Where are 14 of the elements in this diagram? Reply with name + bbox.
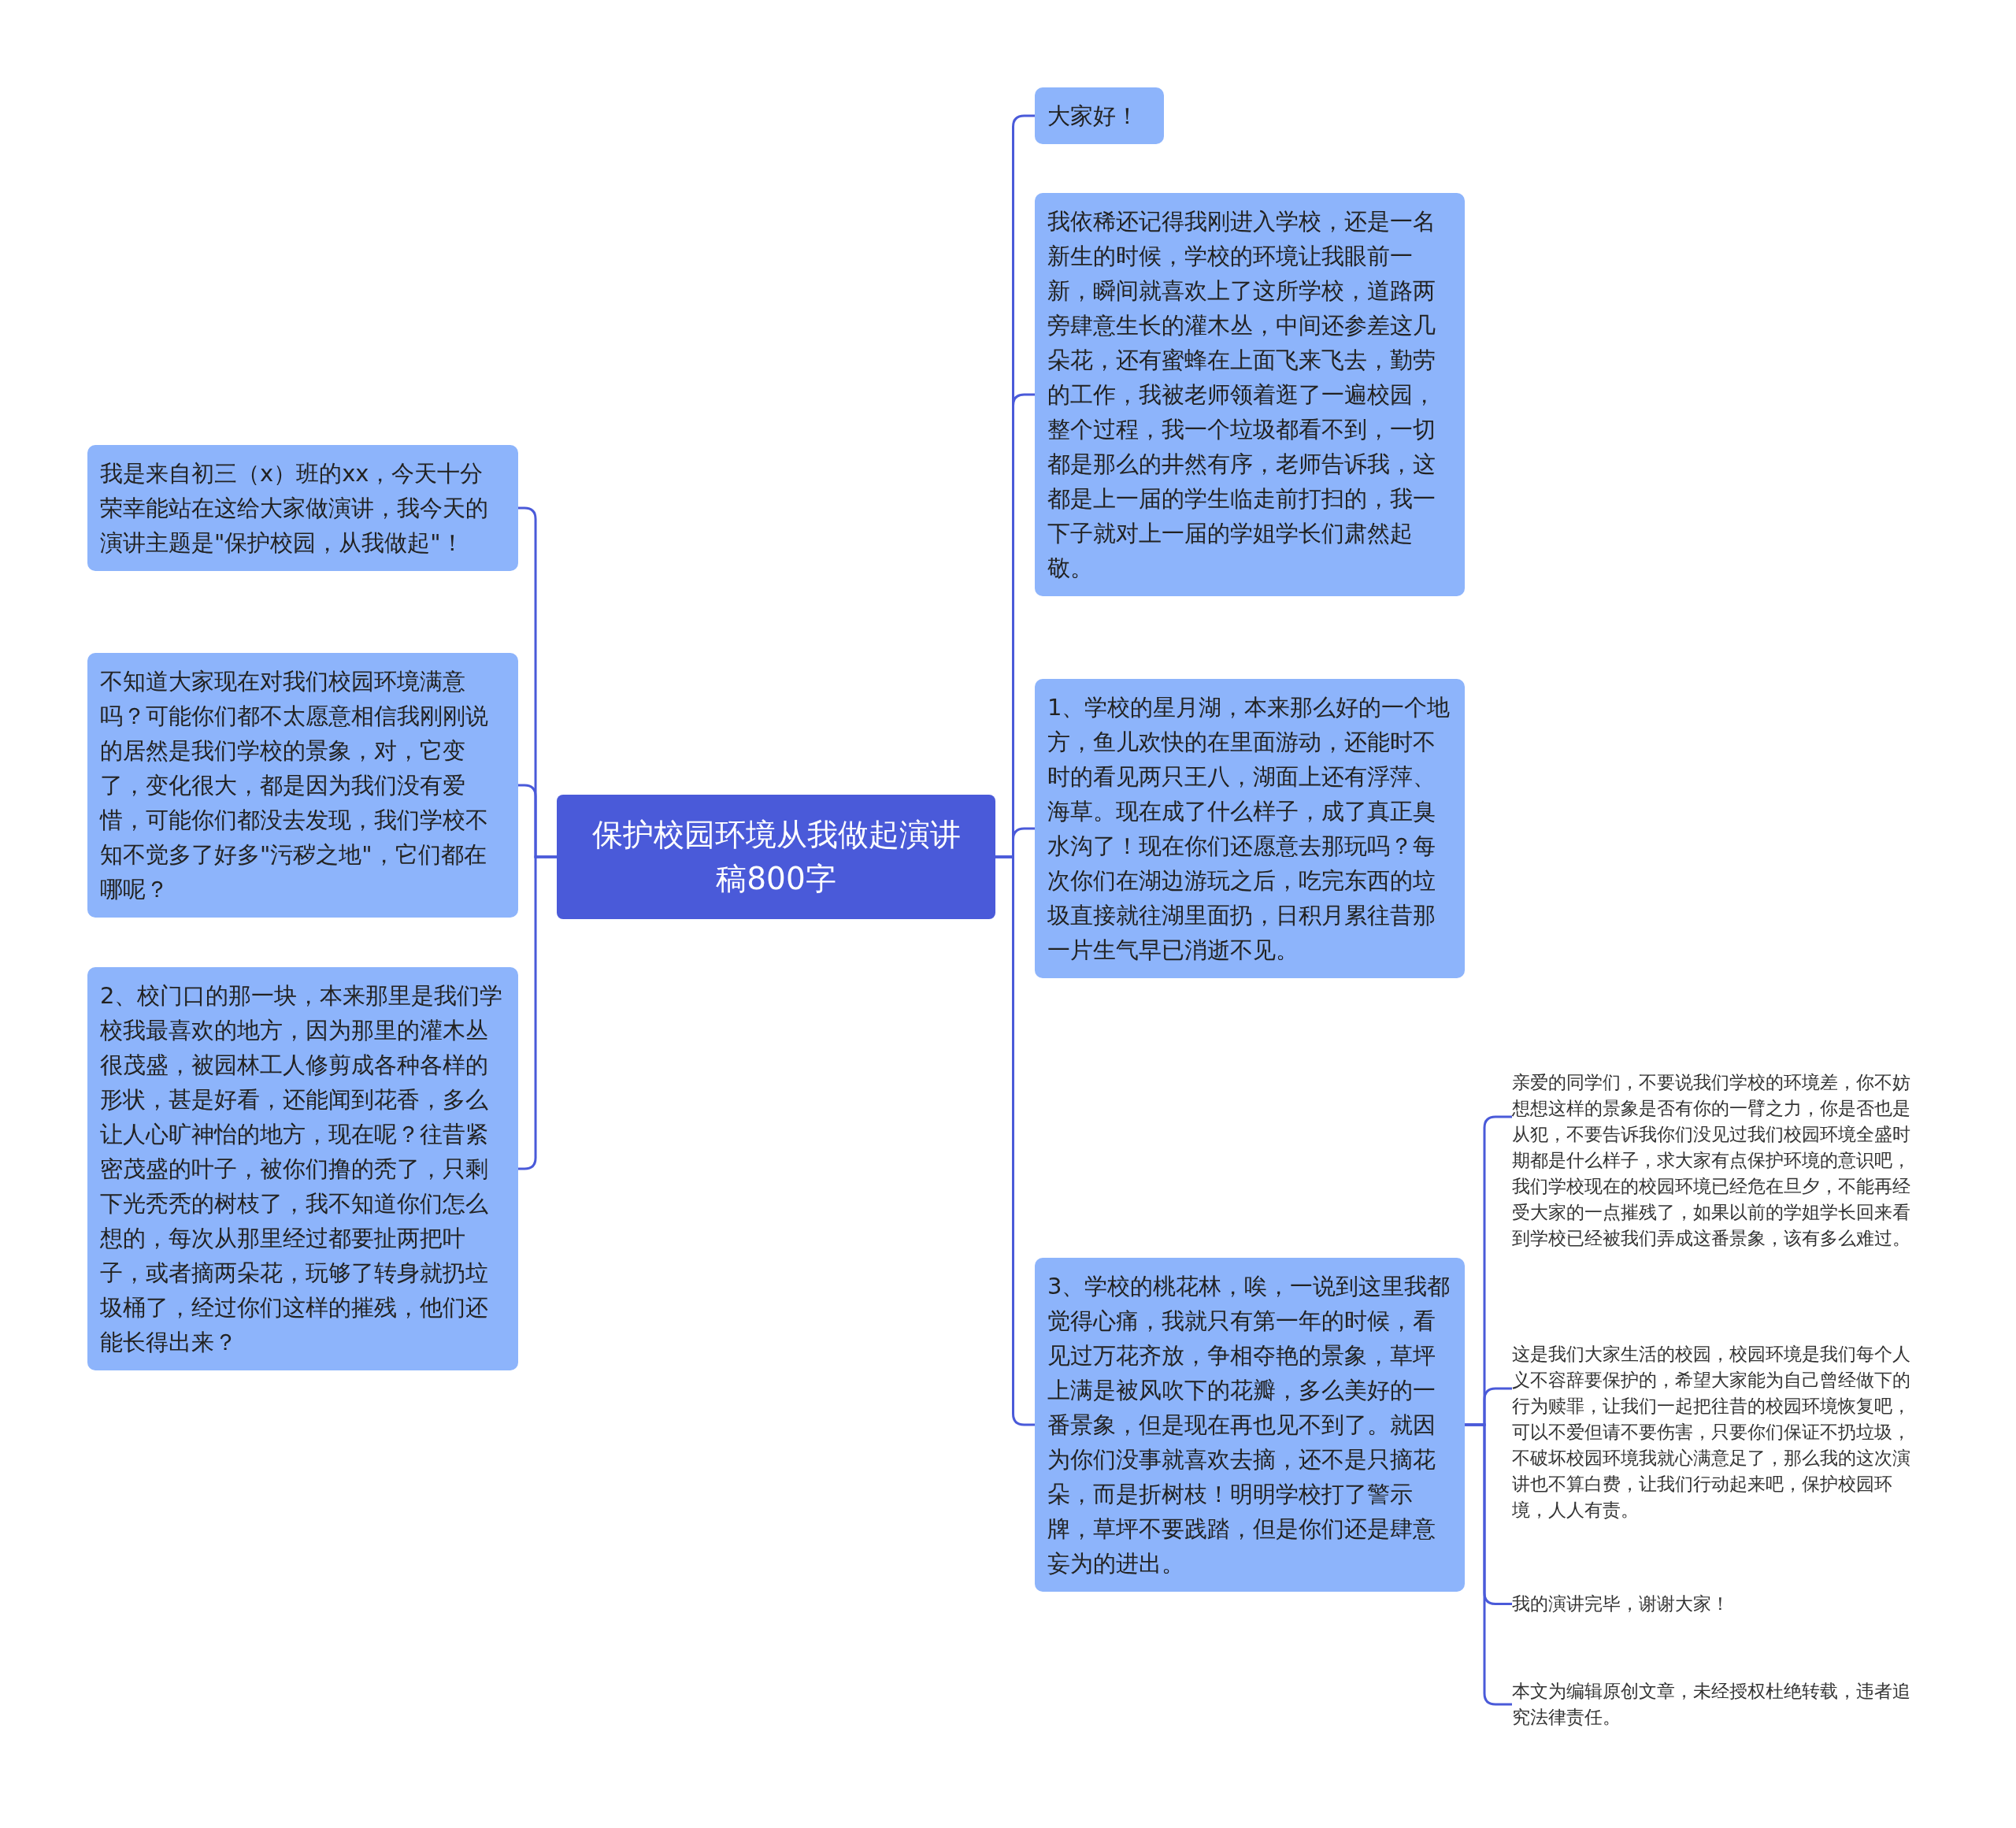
connector-line	[518, 855, 557, 1170]
note-text: 我的演讲完毕，谢谢大家！	[1512, 1591, 1925, 1617]
text-box: 不知道大家现在对我们校园环境满意吗？可能你们都不太愿意相信我刚刚说的居然是我们学校的景象，对，它变了，变化很大，都是因为我们没有爱惜，可能你们都没去发现，我们学校不知不觉多了好多"污秽之地"，它们都在哪呢？	[87, 653, 518, 918]
text-box: 3、学校的桃花林，唉，一说到这里我都觉得心痛，我就只有第一年的时候，看见过万花齐放，争相夺艳的景象，草坪上满是被风吹下的花瓣，多么美好的一番景象，但是现在再也见不到了。就因为你们没事就喜欢去摘，还不是只摘花朵，而是折树枝！明明学校打了警示牌，草坪不要践踏，但是你们还是肆意妄为的进出。	[1035, 1258, 1465, 1592]
connector-line	[1465, 1423, 1512, 1706]
text-box: 大家好！	[1035, 87, 1164, 144]
note-text: 这是我们大家生活的校园，校园环境是我们每个人义不容辞要保护的，希望大家能为自己曾经做下的行为赎罪，让我们一起把往昔的校园环境恢复吧，可以不爱但请不要伤害，只要你们保证不扔垃圾，不破坏校园环境我就心满意足了，那么我的这次演讲也不算白费，让我们行动起来吧，保护校园环境，人人有责。	[1512, 1341, 1925, 1523]
note-text: 本文为编辑原创文章，未经授权杜绝转载，违者追究法律责任。	[1512, 1678, 1925, 1730]
text-box: 我是来自初三（x）班的xx，今天十分荣幸能站在这给大家做演讲，我今天的演讲主题是"保护校园，从我做起"！	[87, 445, 518, 571]
text-box: 2、校门口的那一块，本来那里是我们学校我最喜欢的地方，因为那里的灌木丛很茂盛，被园林工人修剪成各种各样的形状，甚是好看，还能闻到花香，多么让人心旷神怡的地方，现在呢？往昔紧密茂盛的叶子，被你们撸的秃了，只剩下光秃秃的树枝了，我不知道你们怎么想的，每次从那里经过都要扯两把叶子，或者摘两朵花，玩够了转身就扔垃圾桶了，经过你们这样的摧残，他们还能长得出来？	[87, 967, 518, 1370]
text-box: 我依稀还记得我刚进入学校，还是一名新生的时候，学校的环境让我眼前一新，瞬间就喜欢上了这所学校，道路两旁肆意生长的灌木丛，中间还参差这几朵花，还有蜜蜂在上面飞来飞去，勤劳的工作，我被老师领着逛了一遍校园，整个过程，我一个垃圾都看不到，一切都是那么的井然有序，老师告诉我，这都是上一届的学生临走前打扫的，我一下子就对上一届的学姐学长们肃然起敬。	[1035, 193, 1465, 596]
topic-box: 保护校园环境从我做起演讲稿800字	[557, 795, 995, 919]
note-text: 亲爱的同学们，不要说我们学校的环境差，你不妨想想这样的景象是否有你的一臂之力，你是否也是从犯，不要告诉我你们没见过我们校园环境全盛时期都是什么样子，求大家有点保护环境的意识吧，我们学校现在的校园环境已经危在旦夕，不能再经受大家的一点摧残了，如果以前的学姐学长回来看到学校已经被我们弄成这番景象，该有多么难过。	[1512, 1070, 1925, 1251]
text-box: 1、学校的星月湖，本来那么好的一个地方，鱼儿欢快的在里面游动，还能时不时的看见两只王八，湖面上还有浮萍、海草。现在成了什么样子，成了真正臭水沟了！现在你们还愿意去那玩吗？每次你们在湖边游玩之后，吃完东西的垃圾直接就往湖里面扔，日积月累往昔那一片生气早已消逝不见。	[1035, 679, 1465, 978]
